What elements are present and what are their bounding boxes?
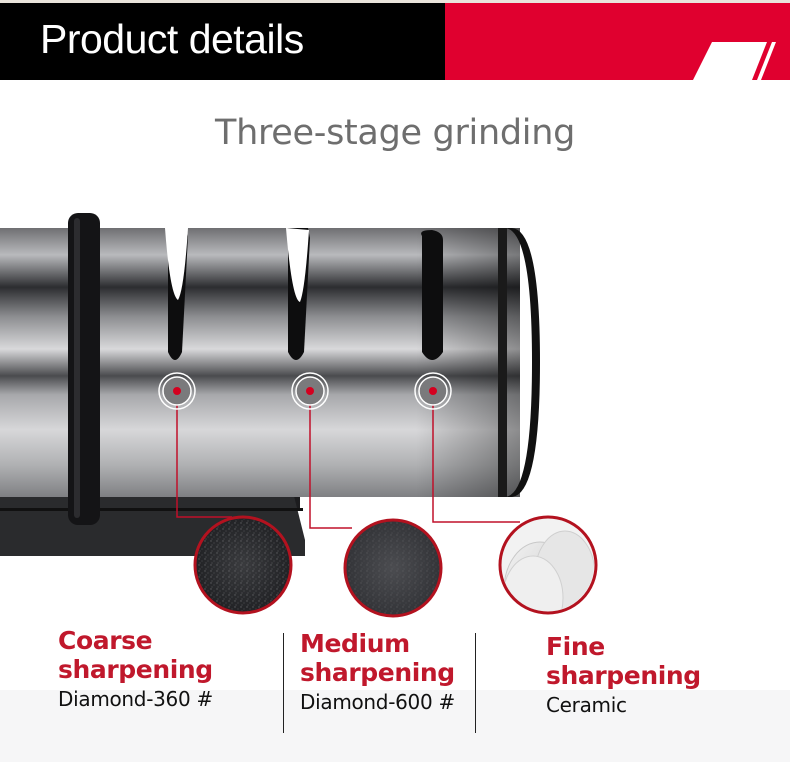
page-title: Product details — [40, 16, 304, 62]
stage-material: Diamond-360 # — [58, 687, 213, 711]
stage-fine: Fine sharpening Ceramic — [546, 632, 701, 718]
stage-title-line2: sharpening — [546, 661, 701, 690]
stage-divider — [283, 633, 284, 733]
slot-marker-coarse — [158, 372, 196, 410]
stage-title-line1: Medium — [300, 629, 410, 658]
stage-title-line1: Fine — [546, 632, 605, 661]
callout-lines — [176, 398, 520, 529]
stage-title-line2: sharpening — [300, 658, 455, 687]
swatch-medium-diamond — [343, 518, 443, 618]
top-edge-strip — [0, 0, 790, 4]
slot-marker-fine — [414, 372, 452, 410]
bottom-background — [0, 690, 790, 762]
stage-coarse: Coarse sharpening Diamond-360 # — [58, 626, 213, 712]
section-header: Product details — [0, 3, 790, 80]
sharpening-slots — [165, 228, 443, 360]
stage-title-line1: Coarse — [58, 626, 153, 655]
stage-divider — [475, 633, 476, 733]
sharpener-ring — [68, 213, 100, 525]
swatch-fine-ceramic — [498, 515, 598, 615]
stage-title-line2: sharpening — [58, 655, 213, 684]
stage-medium: Medium sharpening Diamond-600 # — [300, 629, 455, 715]
stage-material: Diamond-600 # — [300, 690, 455, 714]
slot-marker-medium — [291, 372, 329, 410]
header-black-panel — [0, 3, 445, 80]
swatch-coarse-diamond — [193, 515, 293, 615]
stage-material: Ceramic — [546, 693, 627, 717]
section-subtitle: Three-stage grinding — [214, 113, 575, 153]
header-slash-decoration-icon — [693, 42, 776, 80]
